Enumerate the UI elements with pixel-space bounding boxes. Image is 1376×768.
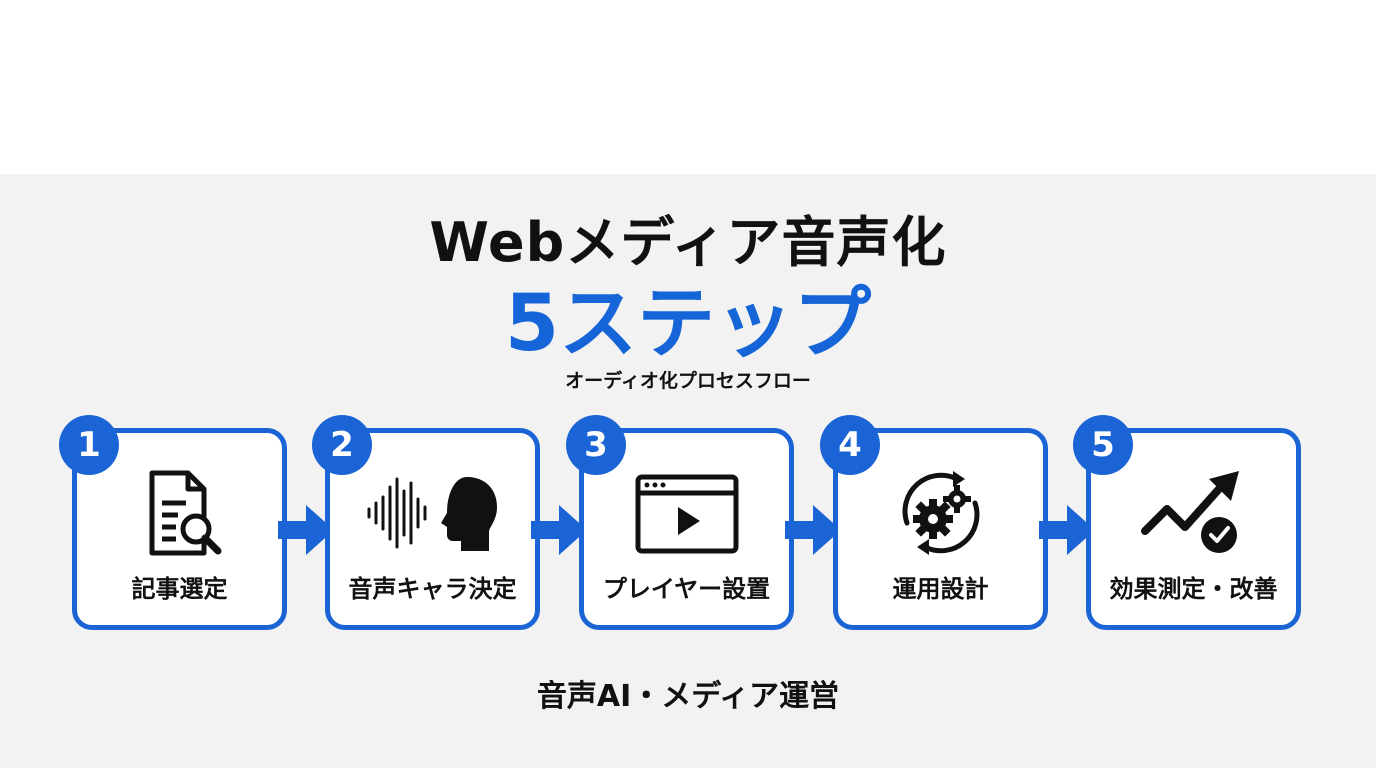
arrow-right-icon (785, 505, 841, 555)
step-number-badge: 4 (820, 415, 880, 475)
page-title: Webメディア音声化 (429, 211, 947, 274)
step-card-3: 3 プレイヤー設置 (566, 415, 794, 630)
document-search-icon (77, 465, 282, 561)
step-number-badge: 3 (566, 415, 626, 475)
arrow-right-icon (1039, 505, 1095, 555)
step-number-badge: 2 (312, 415, 372, 475)
process-subtitle: オーディオ化プロセスフロー (565, 370, 811, 392)
trend-check-icon (1091, 465, 1296, 561)
footer-caption: 音声AI・メディア運営 (536, 679, 840, 714)
step-label: 音声キャラ決定 (348, 575, 517, 603)
step-label: 記事選定 (131, 575, 228, 603)
step-card-5: 5 効果測定・改善 (1073, 415, 1301, 630)
step-label: プレイヤー設置 (602, 575, 771, 603)
gears-cycle-icon (838, 465, 1043, 561)
video-player-icon (584, 465, 789, 561)
arrow-right-icon (278, 505, 334, 555)
step-label: 効果測定・改善 (1109, 575, 1278, 603)
step-number-badge: 5 (1073, 415, 1133, 475)
step-label: 運用設計 (892, 575, 989, 603)
steps-heading: 5ステップ (504, 279, 872, 369)
step-card-2: 2 音声キャラ決定 (312, 415, 540, 630)
step-card-4: 4 (820, 415, 1048, 630)
step-number-badge: 1 (59, 415, 119, 475)
step-card-1: 1 記事選定 (59, 415, 287, 630)
voice-head-icon (330, 465, 535, 561)
arrow-right-icon (531, 505, 587, 555)
top-blank-area (0, 0, 1376, 174)
